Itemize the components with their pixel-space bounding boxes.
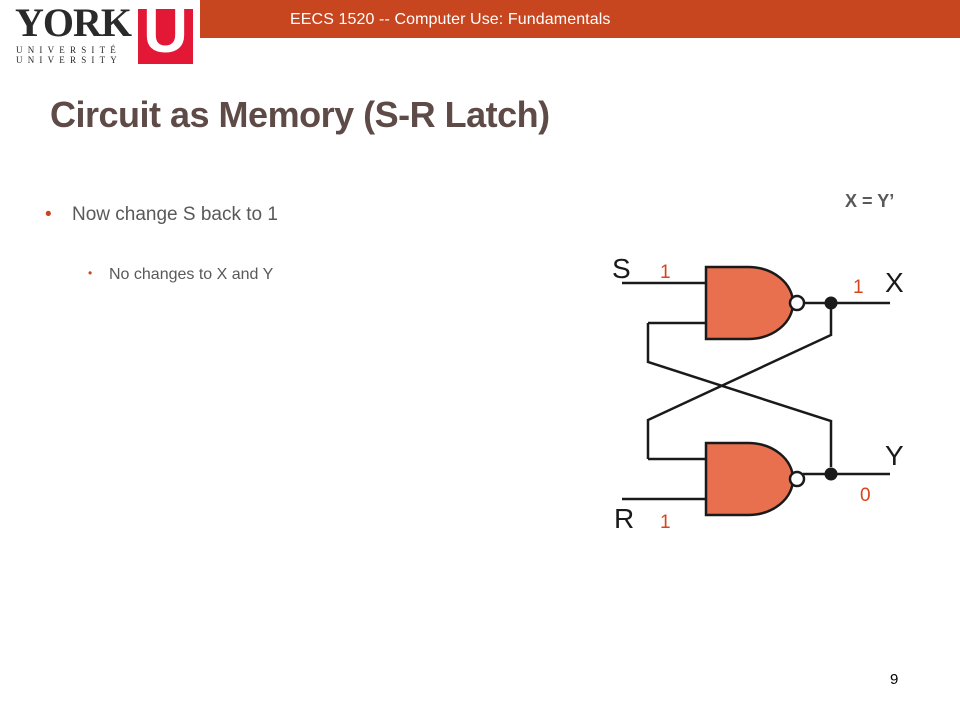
bullet-item: • Now change S back to 1: [45, 204, 278, 226]
x-junction-dot: [824, 296, 838, 310]
s-value: 1: [660, 262, 671, 283]
r-value: 1: [660, 512, 671, 533]
x-label: X: [885, 267, 904, 298]
top-nand-gate: [704, 265, 795, 341]
bottom-nand-gate: [704, 441, 795, 517]
circuit-wires: [622, 281, 890, 501]
r-label: R: [614, 503, 634, 534]
page-number: 9: [890, 671, 899, 688]
logo-u-mark: U: [138, 1, 193, 64]
logo-u-letter: U: [143, 0, 188, 66]
bullet-text: Now change S back to 1: [72, 204, 278, 225]
sub-bullet-item: • No changes to X and Y: [88, 266, 273, 284]
y-value: 0: [860, 485, 871, 506]
sub-bullet-text: No changes to X and Y: [109, 266, 274, 283]
s-label: S: [612, 253, 631, 284]
slide-title: Circuit as Memory (S-R Latch): [50, 94, 550, 135]
sr-latch-diagram: S R X Y 1 1 1 0: [612, 253, 904, 534]
formula-label: X = Y’: [845, 191, 895, 211]
bottom-nand-bubble: [788, 470, 806, 488]
bullet-dot-icon: •: [88, 266, 93, 280]
logo-wordmark: YORK: [15, 0, 132, 45]
logo-universite: UNIVERSITÉ: [16, 45, 121, 55]
x-to-bottom-feedback-wire: [646, 303, 833, 459]
x-value: 1: [853, 277, 864, 298]
course-title: EECS 1520 -- Computer Use: Fundamentals: [290, 11, 611, 28]
y-label: Y: [885, 440, 904, 471]
logo-university: UNIVERSITY: [16, 55, 122, 65]
top-nand-bubble: [788, 294, 806, 312]
bullet-dot-icon: •: [45, 204, 52, 225]
york-university-logo: YORK UNIVERSITÉ UNIVERSITY U: [0, 0, 200, 68]
y-to-top-feedback-wire: [646, 323, 833, 467]
y-junction-dot: [824, 467, 838, 481]
